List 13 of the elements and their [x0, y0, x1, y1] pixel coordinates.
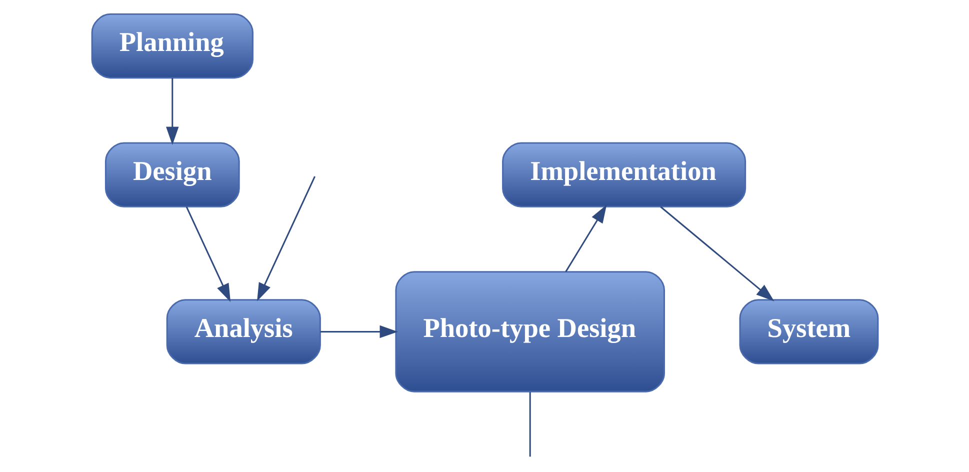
- arrow: [166, 78, 178, 145]
- node-box: Implementation: [502, 142, 746, 208]
- node-box: System: [738, 299, 878, 364]
- node-box: Analysis: [166, 299, 320, 364]
- arrow: [256, 176, 315, 302]
- node-box: Planning: [90, 13, 253, 79]
- arrow: [660, 206, 774, 302]
- node-box: Design: [104, 142, 240, 208]
- arrow: [564, 204, 606, 272]
- connector: [528, 392, 530, 457]
- arrow: [320, 325, 398, 338]
- node-box: Photo-type Design: [394, 271, 664, 392]
- arrow: [185, 206, 230, 302]
